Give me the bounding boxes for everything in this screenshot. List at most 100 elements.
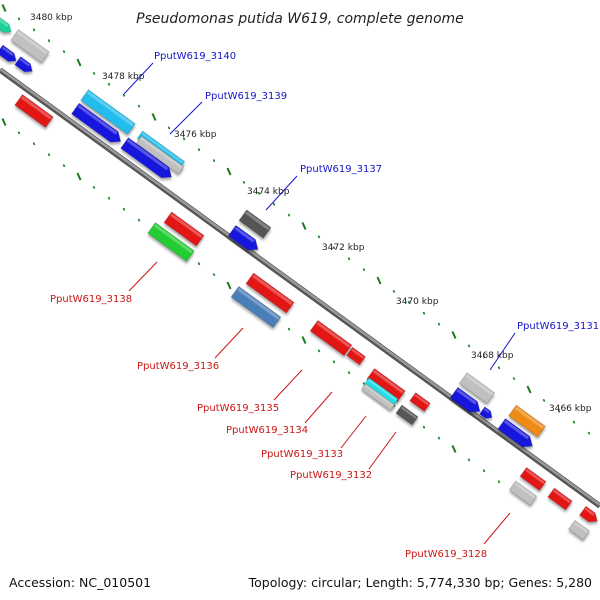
tick-mark xyxy=(1,118,7,126)
tick-marks xyxy=(1,4,591,484)
tick-mark xyxy=(47,39,51,43)
tick-mark xyxy=(47,153,51,157)
tick-mark xyxy=(362,268,366,272)
callout-line-3140 xyxy=(123,62,154,95)
tick-mark xyxy=(226,281,232,290)
gene-feature-highlight xyxy=(456,388,477,405)
gene-feature xyxy=(346,346,366,366)
tick-mark xyxy=(467,458,471,462)
gene-labels: PputW619_3140 PputW619_3139 PputW619_313… xyxy=(50,51,599,560)
gene-feature xyxy=(71,102,122,143)
gene-feature-highlight xyxy=(573,521,589,534)
gene-feature-highlight xyxy=(19,58,30,67)
tick-mark xyxy=(422,311,426,315)
callout-line-3131 xyxy=(489,332,516,371)
gene-feature-highlight xyxy=(1,46,14,56)
callout-line-3133 xyxy=(340,415,367,449)
tick-mark xyxy=(17,17,21,21)
tick-mark xyxy=(17,131,21,135)
gene-feature-highlight xyxy=(16,30,48,55)
gene-feature-highlight xyxy=(234,226,255,243)
gene-feature-highlight xyxy=(170,213,203,239)
gene-label-3134: PputW619_3134 xyxy=(226,425,308,436)
gene-feature-shape xyxy=(459,372,495,404)
gene-feature-highlight xyxy=(351,348,365,359)
gene-feature-shape xyxy=(579,505,598,523)
genome-backbone xyxy=(0,67,600,509)
gene-feature xyxy=(459,372,495,404)
gene-feature-highlight xyxy=(237,287,280,320)
tick-mark xyxy=(526,385,532,394)
tick-mark xyxy=(482,355,486,359)
gene-feature-shape xyxy=(227,224,259,251)
gene-feature-shape xyxy=(120,137,172,179)
gene-label-3137: PputW619_3137 xyxy=(300,164,382,175)
gene-feature-shape xyxy=(346,346,366,366)
callout-line-3138 xyxy=(128,261,158,292)
tick-mark xyxy=(482,469,486,473)
tick-mark xyxy=(287,213,291,217)
tick-mark xyxy=(572,420,576,424)
gene-feature xyxy=(508,404,546,438)
tick-mark xyxy=(437,436,441,440)
tick-mark xyxy=(497,480,501,484)
tick-mark xyxy=(197,148,201,152)
kbp-label-3478: 3478 kbp xyxy=(102,72,145,82)
gene-feature xyxy=(230,286,282,328)
gene-feature xyxy=(10,29,50,63)
callout-line-3128 xyxy=(483,512,511,545)
gene-label-3140: PputW619_3140 xyxy=(154,51,236,62)
gene-feature-shape xyxy=(360,383,396,411)
gene-label-3131: PputW619_3131 xyxy=(517,321,599,332)
gene-feature-highlight xyxy=(525,468,545,484)
tick-mark xyxy=(32,142,36,146)
kbp-label-3480: 3480 kbp xyxy=(30,13,73,23)
gene-feature-highlight xyxy=(86,91,134,127)
tick-mark xyxy=(317,235,321,239)
gene-label-3132: PputW619_3132 xyxy=(290,470,372,481)
gene-feature xyxy=(238,209,272,239)
gene-feature-highlight xyxy=(400,406,417,419)
gene-feature-shape xyxy=(568,519,590,541)
gene-feature xyxy=(227,224,259,251)
gene-feature-highlight xyxy=(140,137,183,169)
gene-label-3136: PputW619_3136 xyxy=(137,361,219,372)
gene-feature-highlight xyxy=(245,211,270,231)
tick-mark xyxy=(542,398,546,402)
tick-mark xyxy=(137,104,141,108)
gene-feature-highlight xyxy=(20,95,52,120)
tick-mark xyxy=(451,445,457,453)
gene-feature-shape xyxy=(479,406,493,419)
kbp-label-3468: 3468 kbp xyxy=(471,351,514,361)
gene-feature-highlight xyxy=(126,139,169,171)
gene-feature xyxy=(14,56,33,73)
tick-mark xyxy=(122,207,126,211)
tick-mark xyxy=(92,71,96,75)
tick-mark xyxy=(257,191,261,195)
gene-feature-shape xyxy=(547,487,573,511)
tick-mark xyxy=(301,336,307,344)
gene-feature-shape xyxy=(14,56,33,73)
gene-feature xyxy=(395,404,419,426)
callout-line-3134 xyxy=(304,391,333,424)
tick-mark xyxy=(376,276,382,285)
kbp-label-3472: 3472 kbp xyxy=(322,243,365,253)
gene-feature-shape xyxy=(163,211,205,247)
gene-feature-shape xyxy=(238,209,272,239)
gene-feature-highlight xyxy=(553,489,571,504)
tick-mark xyxy=(347,257,351,261)
tick-mark xyxy=(497,366,501,370)
gene-feature-shape xyxy=(497,418,533,448)
gene-feature xyxy=(163,211,205,247)
tick-mark xyxy=(107,196,111,200)
gene-feature-shape xyxy=(508,480,538,506)
tick-mark xyxy=(422,425,426,429)
gene-feature-highlight xyxy=(503,419,530,440)
callout-line-3137 xyxy=(265,175,298,211)
gene-feature xyxy=(360,383,396,411)
tick-mark xyxy=(212,273,216,277)
kbp-label-3474: 3474 kbp xyxy=(247,187,290,197)
tick-mark xyxy=(151,113,157,121)
accession-text: Accession: NC_010501 xyxy=(9,575,151,590)
